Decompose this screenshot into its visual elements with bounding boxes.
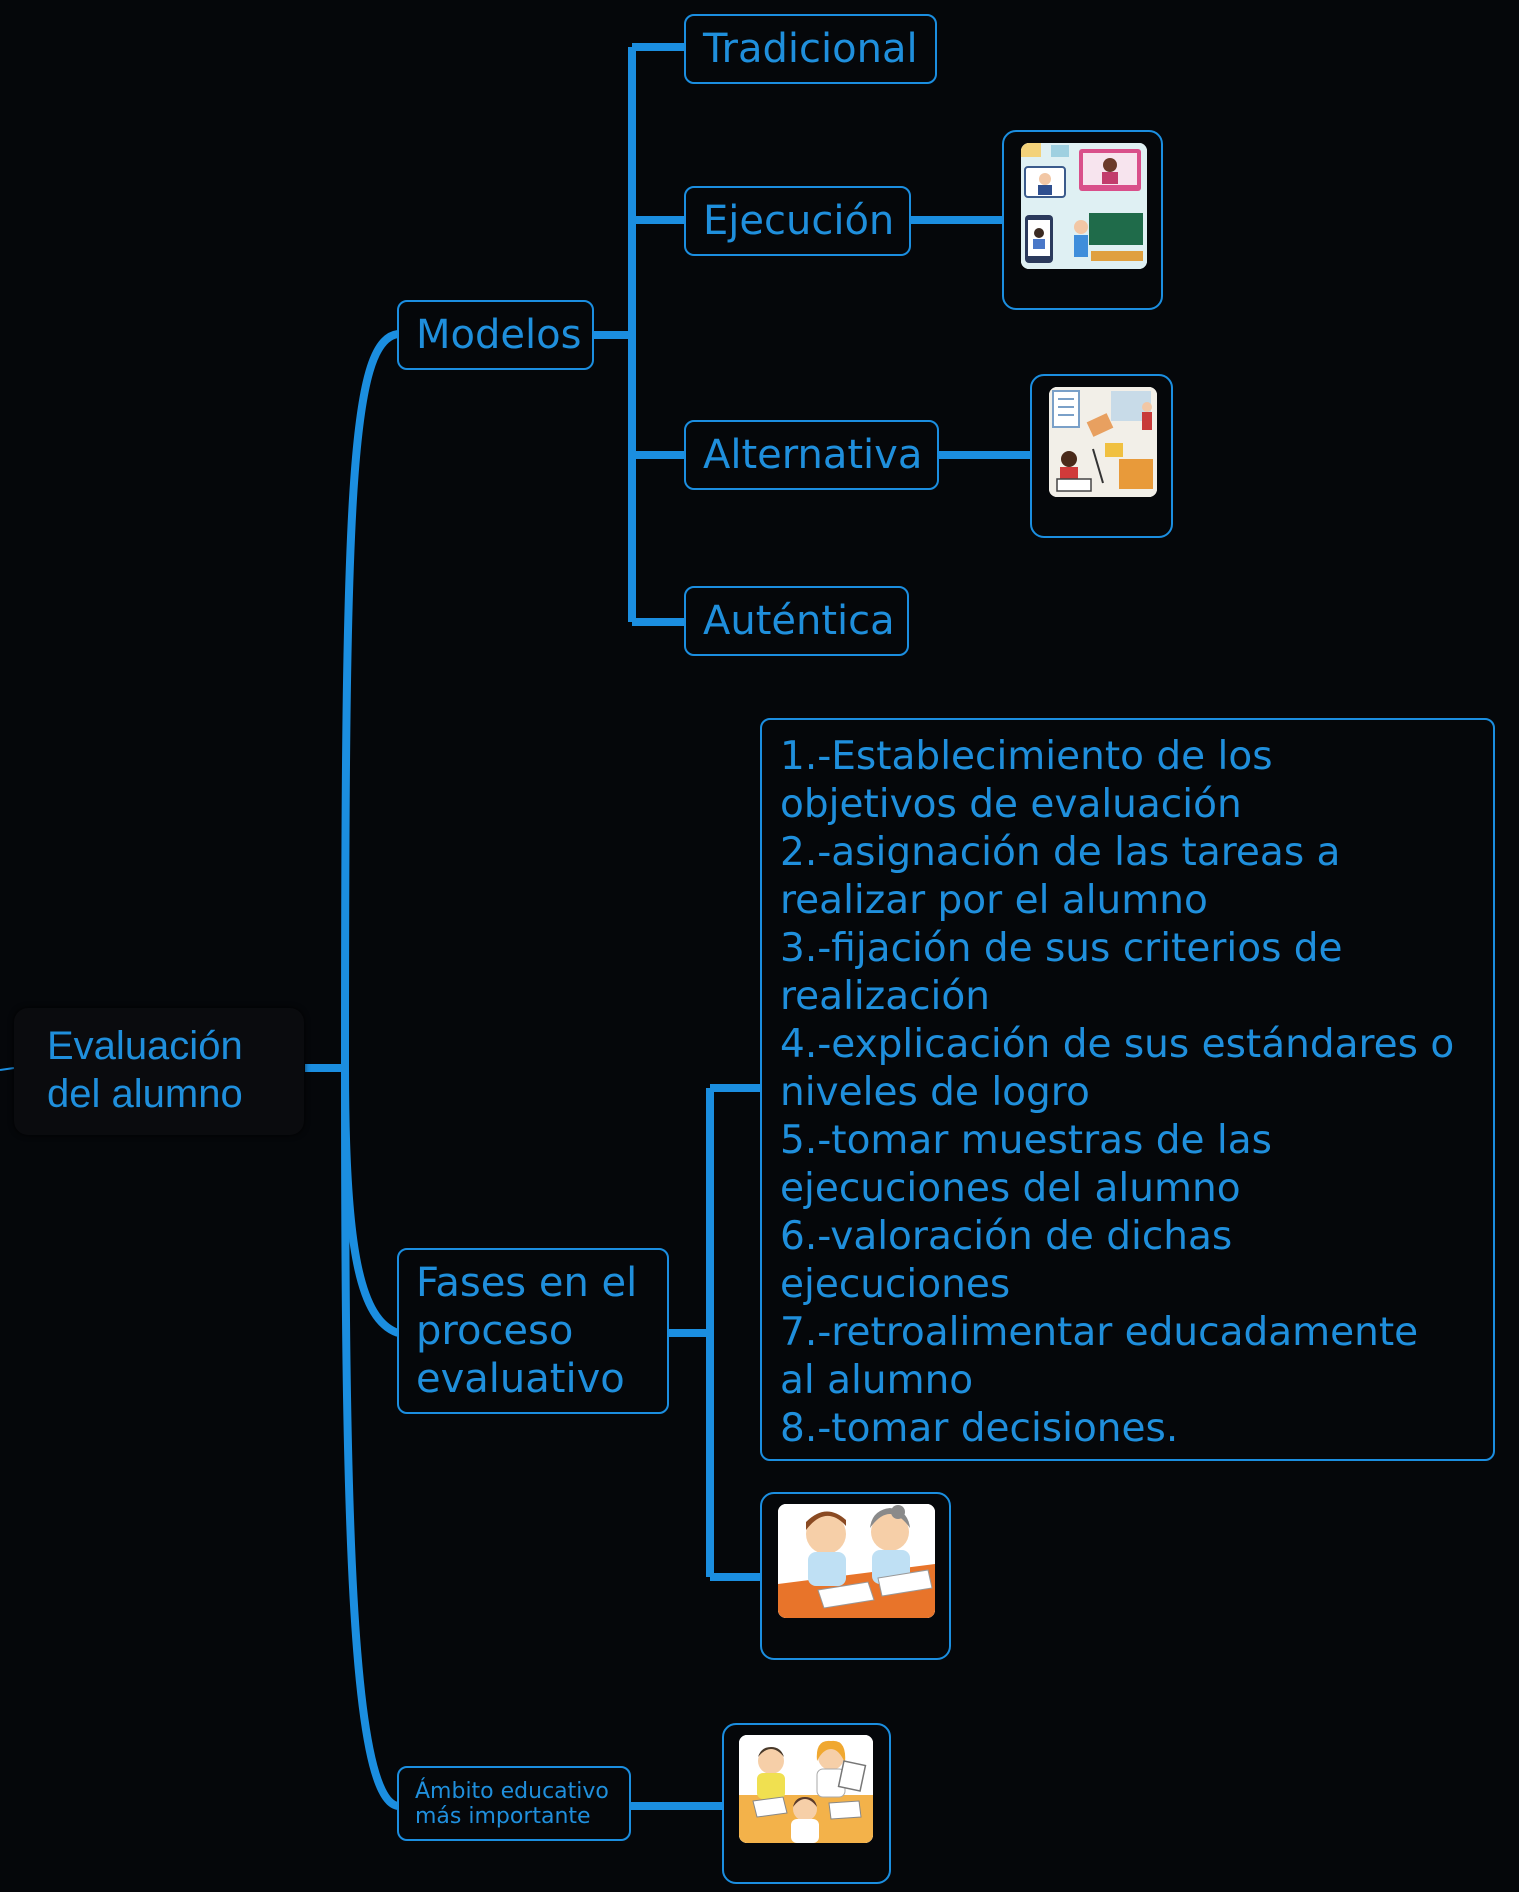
step-line: 2.-asignación de las tareas a — [780, 830, 1341, 875]
node-autentica-label: Auténtica — [703, 598, 895, 644]
fases-label-line1: Fases en el — [416, 1260, 638, 1306]
step-line: 8.-tomar decisiones. — [780, 1406, 1179, 1451]
node-modelos[interactable]: Modelos — [397, 300, 594, 370]
node-ejecucion[interactable]: Ejecución — [684, 186, 911, 256]
ambito-label-line1: Ámbito educativo — [415, 1778, 609, 1804]
step-line: 7.-retroalimentar educadamente — [780, 1310, 1419, 1355]
step-line: 6.-valoración de dichas — [780, 1214, 1233, 1259]
step-line: 4.-explicación de sus estándares o — [780, 1022, 1455, 1067]
step-line: realizar por el alumno — [780, 878, 1208, 923]
fases-steps-text: 1.-Establecimiento de los objetivos de e… — [780, 733, 1454, 1453]
step-line: realización — [780, 974, 990, 1019]
link-root-fases — [341, 1067, 400, 1337]
node-fases-steps[interactable]: 1.-Establecimiento de los objetivos de e… — [760, 718, 1495, 1461]
node-fases[interactable]: Fases en el proceso evaluativo — [397, 1248, 669, 1414]
step-line: 3.-fijación de sus criterios de — [780, 926, 1343, 971]
node-modelos-label: Modelos — [416, 312, 582, 358]
step-line: al alumno — [780, 1358, 974, 1403]
root-label-line2: del alumno — [47, 1072, 243, 1116]
node-alternativa[interactable]: Alternativa — [684, 420, 939, 490]
node-ambito-label: Ámbito educativo más importante — [415, 1779, 609, 1829]
image-node-ejecucion[interactable] — [1002, 130, 1163, 310]
classroom-group-illustration — [739, 1735, 873, 1843]
image-node-ambito[interactable] — [722, 1723, 891, 1884]
fases-label-line2: proceso — [416, 1308, 574, 1354]
step-line: objetivos de evaluación — [780, 782, 1242, 827]
step-line: niveles de logro — [780, 1070, 1090, 1115]
node-tradicional[interactable]: Tradicional — [684, 14, 937, 84]
node-ambito[interactable]: Ámbito educativo más importante — [397, 1766, 631, 1841]
node-autentica[interactable]: Auténtica — [684, 586, 909, 656]
link-root-ambito — [341, 1067, 400, 1810]
node-alternativa-label: Alternativa — [703, 432, 923, 478]
online-learning-illustration — [1021, 143, 1147, 269]
node-fases-label: Fases en el proceso evaluativo — [416, 1259, 637, 1403]
image-node-fases[interactable] — [760, 1492, 951, 1660]
step-line: ejecuciones — [780, 1262, 1011, 1307]
node-ejecucion-label: Ejecución — [703, 198, 895, 244]
students-writing-illustration — [778, 1504, 935, 1618]
root-label-line1: Evaluación — [47, 1024, 243, 1068]
study-materials-illustration — [1049, 387, 1157, 497]
link-root-modelos — [341, 330, 399, 1069]
ambito-label-line2: más importante — [415, 1803, 591, 1829]
image-node-alternativa[interactable] — [1030, 374, 1173, 538]
step-line: ejecuciones del alumno — [780, 1166, 1241, 1211]
fases-label-line3: evaluativo — [416, 1356, 625, 1402]
node-tradicional-label: Tradicional — [703, 26, 918, 72]
step-line: 1.-Establecimiento de los — [780, 734, 1273, 779]
root-node[interactable]: Evaluación del alumno — [14, 1008, 304, 1135]
step-line: 5.-tomar muestras de las — [780, 1118, 1272, 1163]
